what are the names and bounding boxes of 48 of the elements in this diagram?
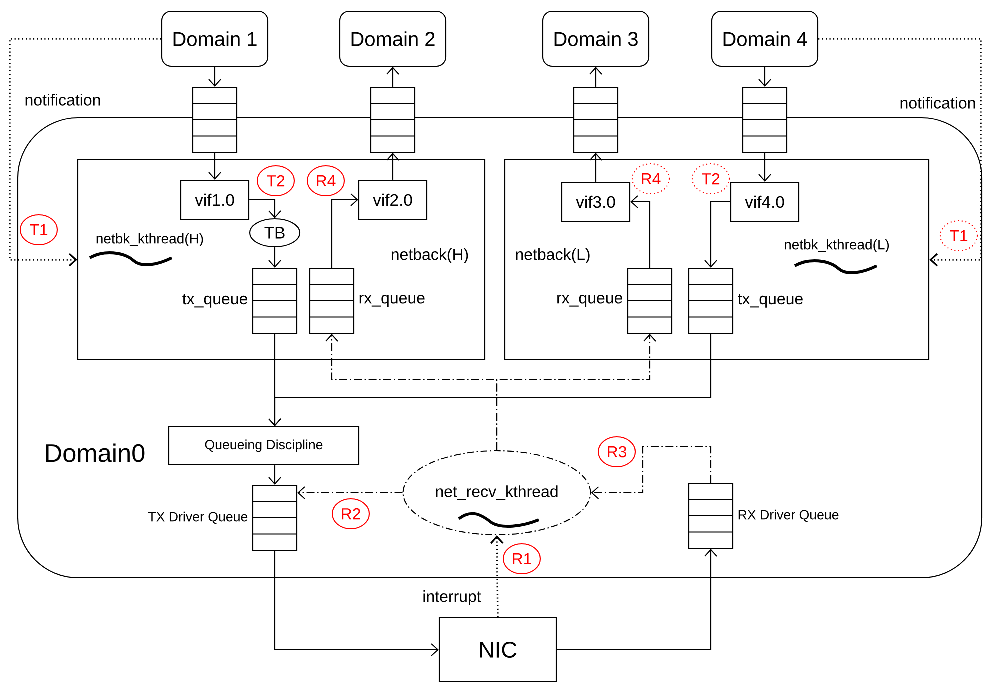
nic-box: NIC <box>438 617 558 683</box>
edge-label: interrupt <box>421 589 483 607</box>
arrow <box>490 536 504 618</box>
vif-box: vif3.0 <box>561 182 631 222</box>
arrow <box>9 38 162 267</box>
queue-box <box>192 86 238 154</box>
queue-box <box>573 86 619 154</box>
arrow <box>630 196 651 268</box>
arrow <box>818 38 982 267</box>
queue-label: tx_queue <box>738 294 803 308</box>
arrow <box>590 67 602 87</box>
domain-box: Domain 4 <box>711 10 819 68</box>
vif-box: vif2.0 <box>358 180 428 220</box>
domain-box: Domain 2 <box>339 10 447 68</box>
domain-box: Domain 3 <box>542 10 650 68</box>
edge-label: notification <box>898 96 978 110</box>
arrow <box>704 201 730 268</box>
queue-box <box>742 86 788 154</box>
queue-label: rx_queue <box>360 295 425 307</box>
arrow <box>298 486 403 500</box>
arrow <box>590 153 602 182</box>
queue-label: tx_queue <box>182 294 248 308</box>
thread-label: netbk_kthread(H) <box>96 233 204 247</box>
queueing-discipline-box: Queueing Discipline <box>168 426 360 466</box>
arrow <box>496 334 656 450</box>
arrow <box>268 248 282 268</box>
vif-box: vif1.0 <box>180 180 250 220</box>
arrow <box>591 446 712 500</box>
queue-label: rx_queue <box>558 295 622 307</box>
arrow <box>758 153 772 182</box>
edge-label: notification <box>23 92 103 108</box>
arrow <box>758 67 772 87</box>
arrow <box>557 549 718 651</box>
arrow <box>208 67 222 87</box>
queue-label: RX Driver Queue <box>738 510 839 522</box>
arrow <box>386 67 400 87</box>
arrow <box>250 199 282 218</box>
arrow <box>268 334 712 426</box>
arrow <box>208 153 222 180</box>
arrow <box>274 551 439 656</box>
vif-box: vif4.0 <box>730 182 800 222</box>
queue-label: TX Driver Queue <box>148 512 248 524</box>
queue-box <box>370 86 416 154</box>
arrow <box>268 466 282 485</box>
domain-box: Domain 1 <box>161 10 269 68</box>
arrow <box>386 153 400 180</box>
arrow <box>331 194 358 268</box>
thread-label: netbk_kthread(L) <box>785 239 890 253</box>
